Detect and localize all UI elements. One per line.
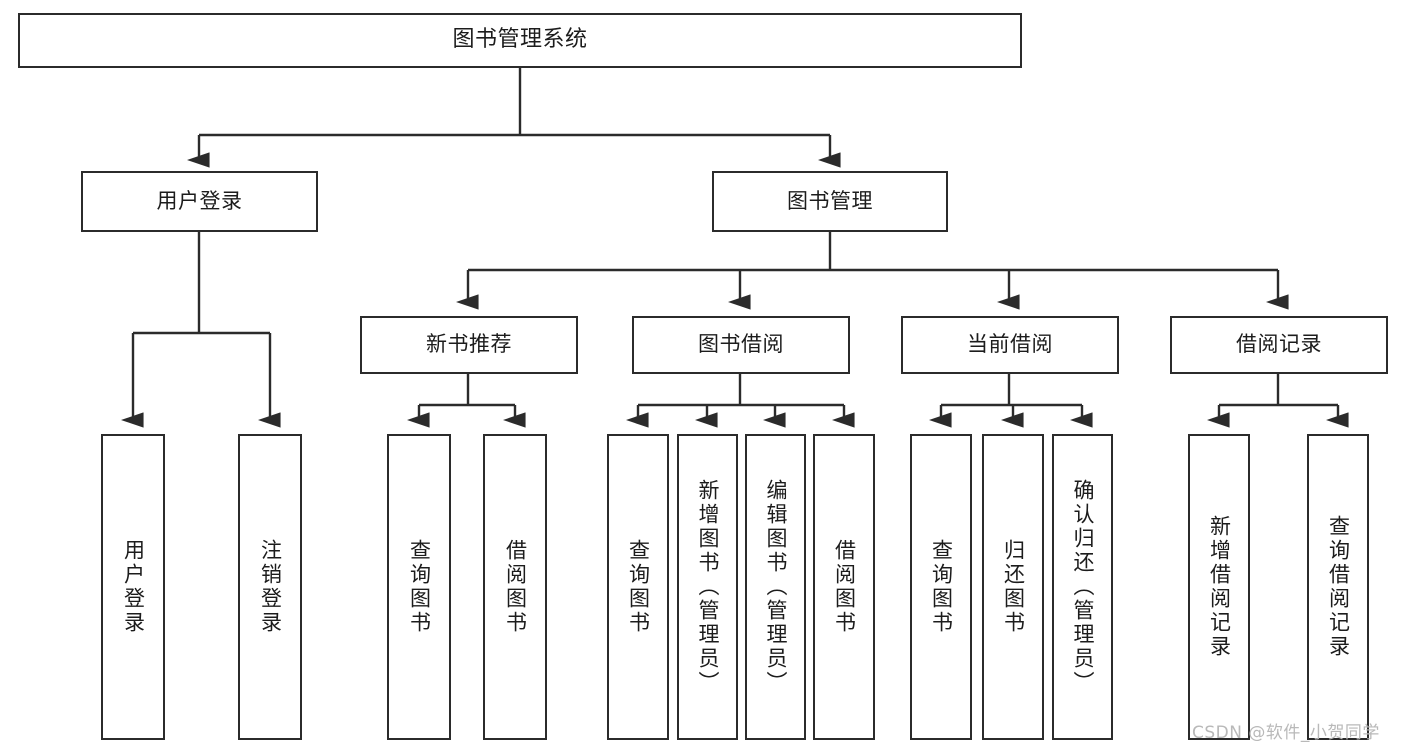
node-book-manage-label: 图书管理 <box>787 188 873 213</box>
csdn-watermark: CSDN @软件_小贺同学 <box>1192 723 1380 743</box>
leaf-query-borrow-record[interactable]: 查询借阅记录 <box>1307 434 1369 740</box>
leaf-logout[interactable]: 注销登录 <box>238 434 302 740</box>
leaf-edit-book-admin-label: 编辑图书（管理员） <box>764 479 788 695</box>
node-borrow-record[interactable]: 借阅记录 <box>1170 316 1388 374</box>
leaf-edit-book-admin[interactable]: 编辑图书（管理员） <box>745 434 806 740</box>
leaf-query-book-rec-label: 查询图书 <box>407 539 432 635</box>
leaf-query-book-borrow-label: 查询图书 <box>626 539 651 635</box>
node-book-manage[interactable]: 图书管理 <box>712 171 948 232</box>
leaf-query-borrow-record-label: 查询借阅记录 <box>1326 515 1351 659</box>
node-borrow-record-label: 借阅记录 <box>1236 332 1322 357</box>
leaf-user-login-label: 用户登录 <box>121 539 146 635</box>
leaf-query-book-current[interactable]: 查询图书 <box>910 434 972 740</box>
leaf-query-book-current-label: 查询图书 <box>929 539 954 635</box>
node-current-borrow-label: 当前借阅 <box>967 332 1053 357</box>
leaf-confirm-return-admin[interactable]: 确认归还（管理员） <box>1052 434 1113 740</box>
node-book-borrow-label: 图书借阅 <box>698 332 784 357</box>
leaf-query-book-borrow[interactable]: 查询图书 <box>607 434 669 740</box>
node-user-login-label: 用户登录 <box>156 188 243 213</box>
leaf-borrow-book[interactable]: 借阅图书 <box>813 434 875 740</box>
node-book-borrow[interactable]: 图书借阅 <box>632 316 850 374</box>
leaf-add-borrow-record-label: 新增借阅记录 <box>1207 515 1232 659</box>
leaf-return-book-label: 归还图书 <box>1001 539 1026 635</box>
node-root-label: 图书管理系统 <box>452 27 588 53</box>
leaf-add-book-admin[interactable]: 新增图书（管理员） <box>677 434 738 740</box>
node-root[interactable]: 图书管理系统 <box>18 13 1022 68</box>
leaf-user-login[interactable]: 用户登录 <box>101 434 165 740</box>
node-current-borrow[interactable]: 当前借阅 <box>901 316 1119 374</box>
leaf-confirm-return-admin-label: 确认归还（管理员） <box>1071 479 1095 695</box>
node-user-login[interactable]: 用户登录 <box>81 171 318 232</box>
leaf-borrow-book-rec-label: 借阅图书 <box>503 539 528 635</box>
leaf-logout-label: 注销登录 <box>258 539 283 635</box>
leaf-return-book[interactable]: 归还图书 <box>982 434 1044 740</box>
leaf-add-book-admin-label: 新增图书（管理员） <box>696 479 720 695</box>
leaf-add-borrow-record[interactable]: 新增借阅记录 <box>1188 434 1250 740</box>
node-new-book-recommend-label: 新书推荐 <box>426 332 512 357</box>
leaf-query-book-rec[interactable]: 查询图书 <box>387 434 451 740</box>
node-new-book-recommend[interactable]: 新书推荐 <box>360 316 578 374</box>
leaf-borrow-book-label: 借阅图书 <box>832 539 857 635</box>
leaf-borrow-book-rec[interactable]: 借阅图书 <box>483 434 547 740</box>
